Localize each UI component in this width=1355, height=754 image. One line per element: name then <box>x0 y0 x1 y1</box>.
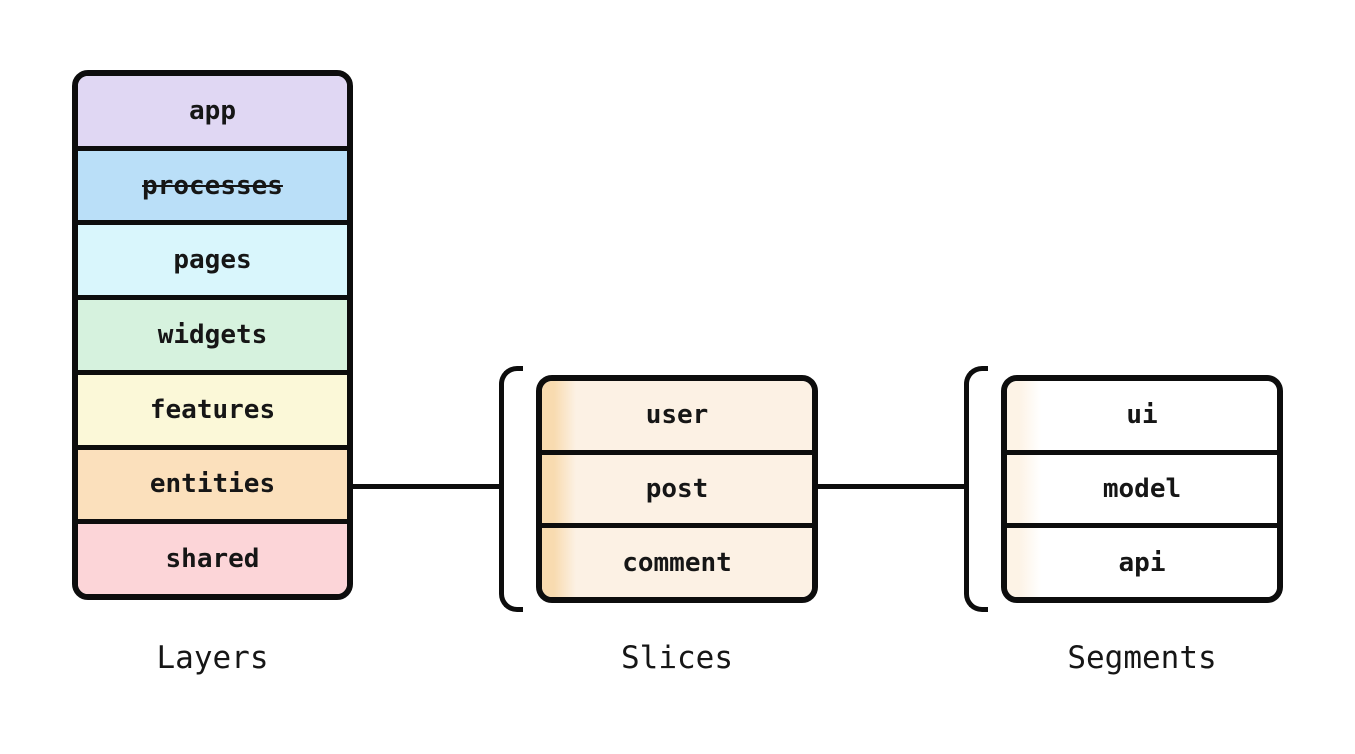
segments-caption: Segments <box>1067 640 1217 676</box>
segment-label-model: model <box>1102 474 1182 504</box>
slice-row-post: post <box>542 449 812 524</box>
layer-row-app: app <box>78 76 347 146</box>
layer-label-shared: shared <box>165 544 260 575</box>
segment-row-api: api <box>1007 523 1277 597</box>
slice-row-user: user <box>542 381 812 450</box>
layers-caption: Layers <box>156 640 269 676</box>
segment-row-ui: ui <box>1007 381 1277 450</box>
connector-slices-to-segments <box>818 484 964 489</box>
layer-row-pages: pages <box>78 220 347 296</box>
layer-row-shared: shared <box>78 519 347 594</box>
slice-label-post: post <box>645 474 709 504</box>
layer-label-widgets: widgets <box>157 320 268 351</box>
slices-bracket <box>499 366 523 612</box>
segments-bracket <box>964 366 988 612</box>
slice-label-comment: comment <box>622 547 732 578</box>
layer-label-entities: entities <box>149 469 276 500</box>
layer-row-entities: entities <box>78 444 347 520</box>
layer-row-widgets: widgets <box>78 295 347 370</box>
layer-row-processes: processes <box>78 145 347 221</box>
slices-box: user post comment <box>536 375 818 603</box>
layer-label-pages: pages <box>173 245 252 276</box>
segment-label-ui: ui <box>1126 400 1158 431</box>
slice-row-comment: comment <box>542 523 812 597</box>
segments-box: ui model api <box>1001 375 1283 603</box>
slices-caption: Slices <box>621 640 733 676</box>
slice-label-user: user <box>645 400 709 431</box>
layer-row-features: features <box>78 369 347 445</box>
segment-row-model: model <box>1007 449 1277 524</box>
layer-label-processes: processes <box>142 170 283 201</box>
layer-label-app: app <box>189 95 236 126</box>
segment-label-api: api <box>1118 547 1166 578</box>
layer-label-features: features <box>149 394 276 425</box>
layers-stack: app processes pages widgets features ent… <box>72 70 353 600</box>
connector-layers-to-slices <box>353 484 499 489</box>
